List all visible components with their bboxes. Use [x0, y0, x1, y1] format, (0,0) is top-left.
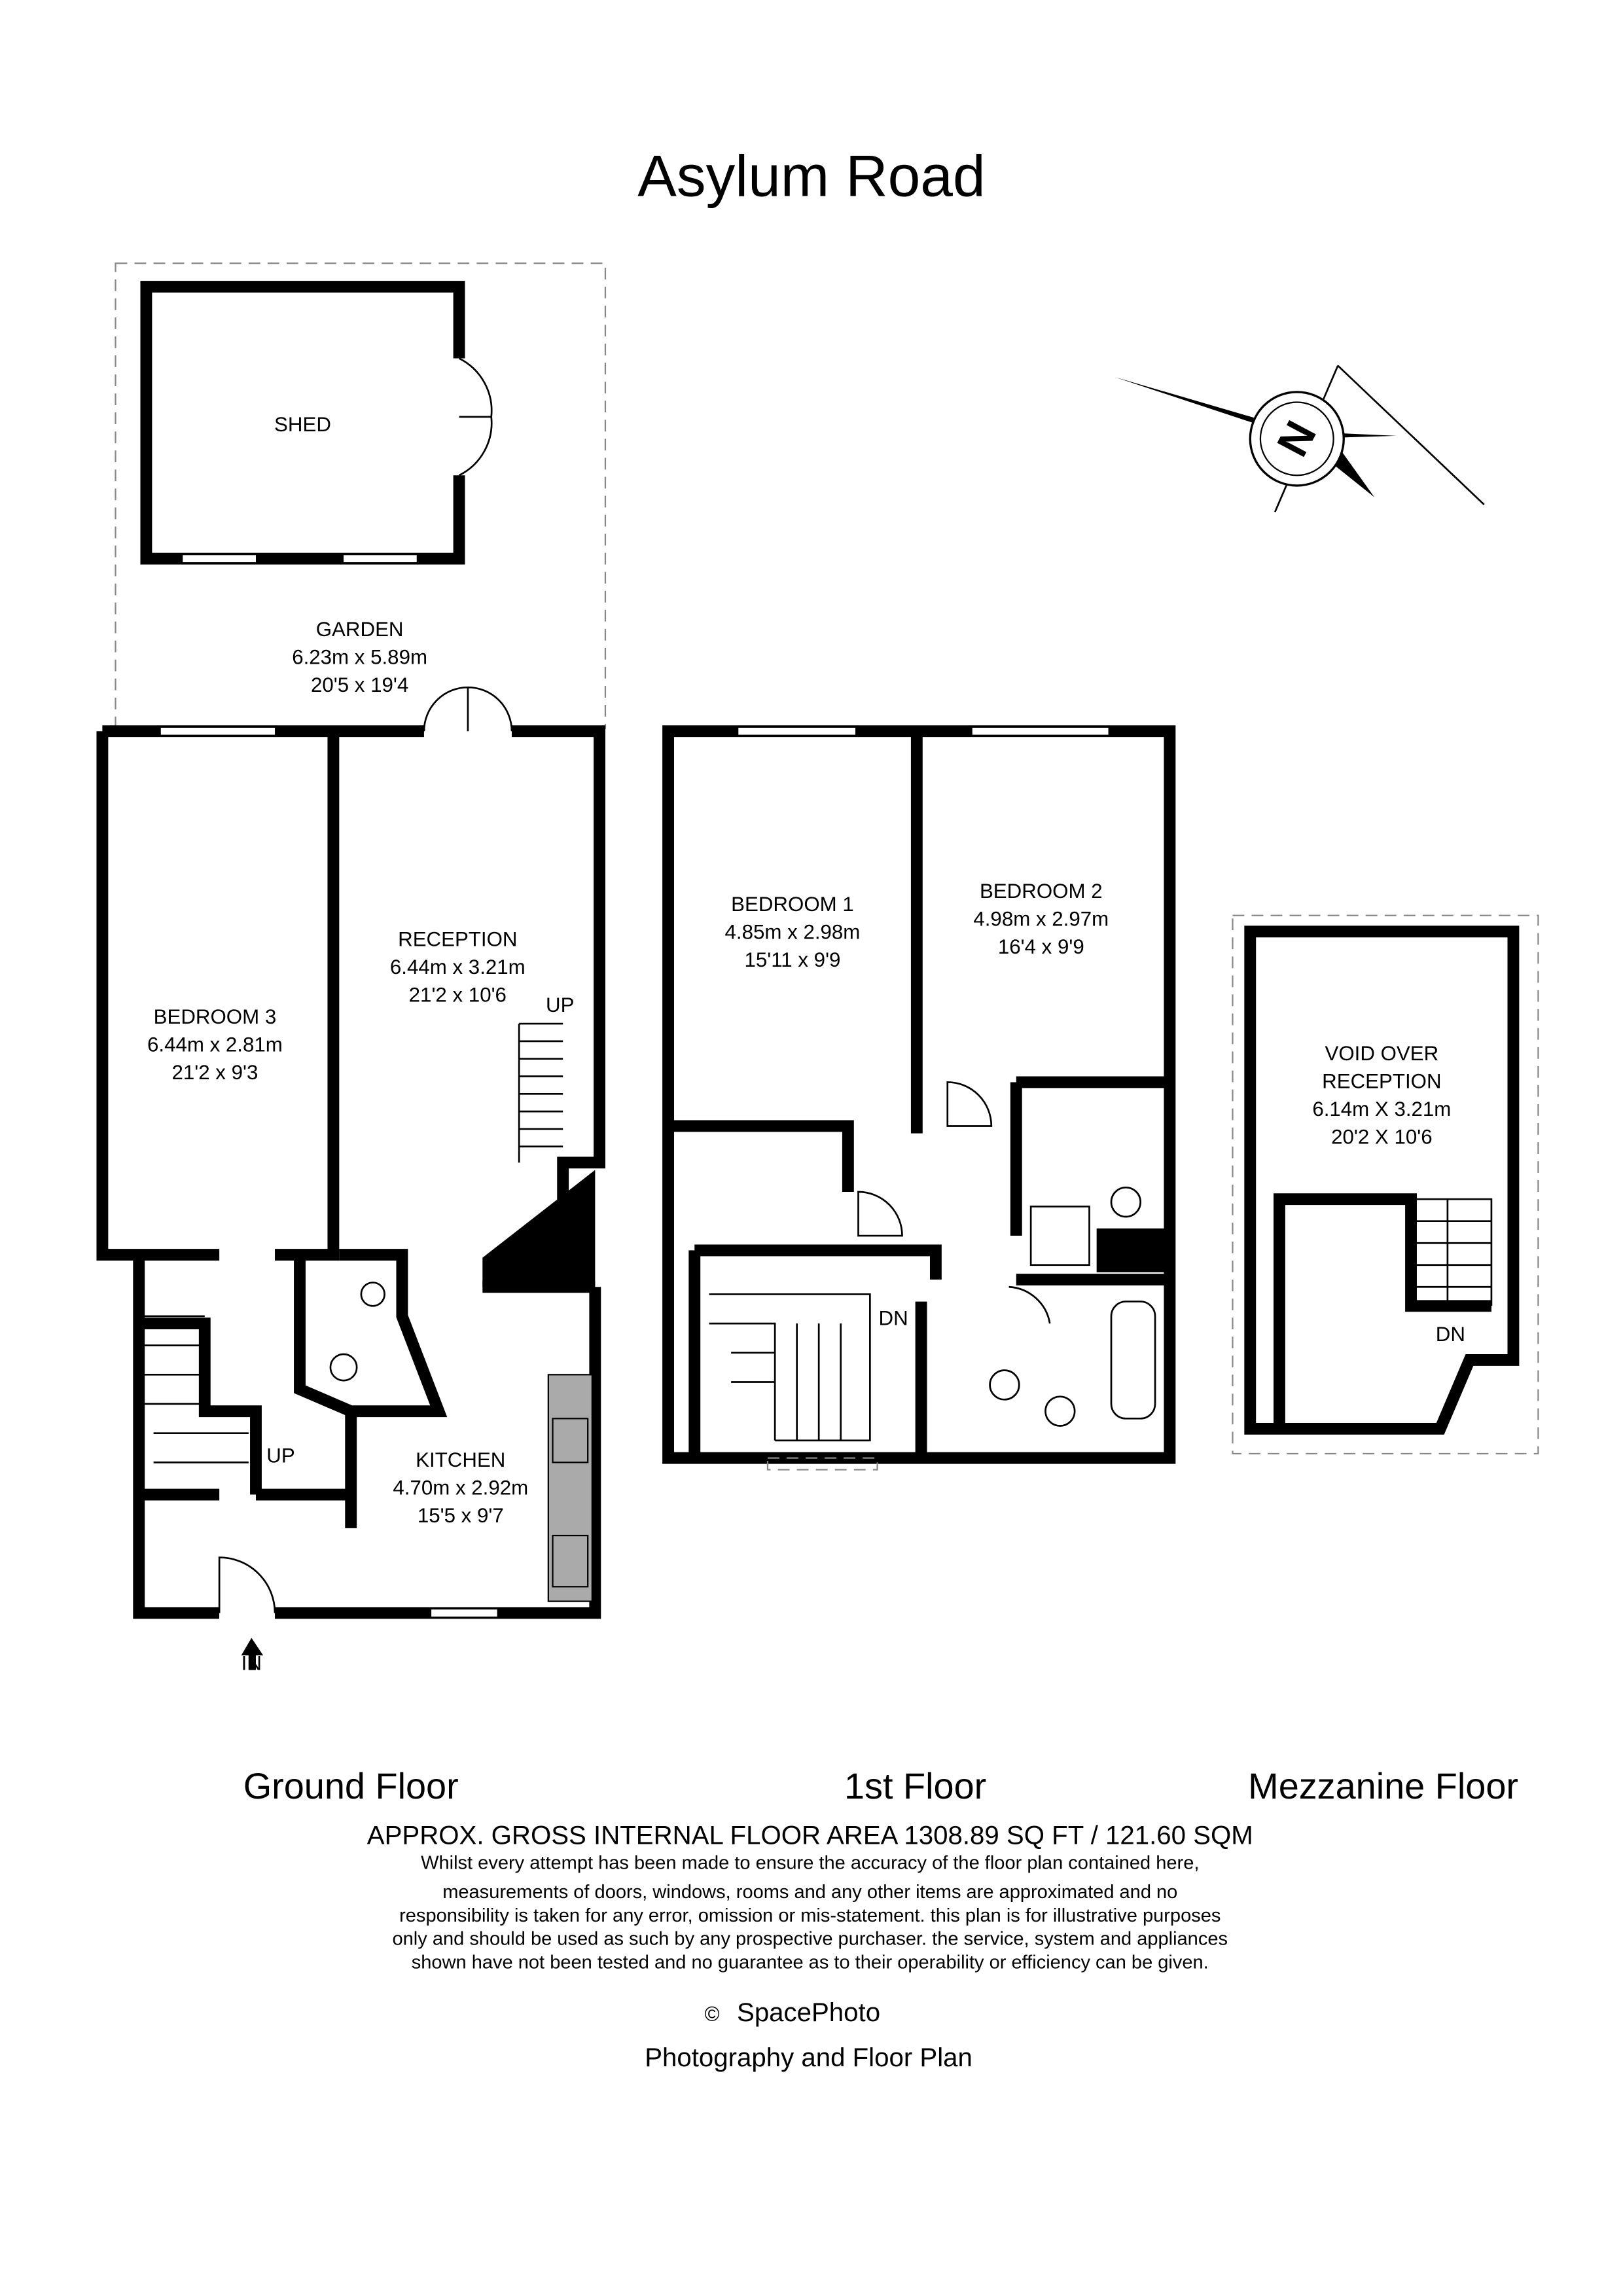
- void-label-line1: VOID OVER: [1325, 1042, 1438, 1065]
- basin-icon: [360, 1282, 385, 1307]
- mezzanine-stairs-down: DN: [1436, 1323, 1465, 1346]
- disclaimer-line-2: measurements of doors, windows, rooms an…: [442, 1882, 1177, 1903]
- brand-name: SpacePhoto: [737, 1998, 880, 2027]
- ground-floor-label: Ground Floor: [243, 1765, 459, 1806]
- bath-icon: [1110, 1300, 1156, 1420]
- bedroom3-imperial: 21'2 x 9'3: [171, 1061, 258, 1084]
- basin-icon: [1044, 1395, 1076, 1427]
- gross-area: APPROX. GROSS INTERNAL FLOOR AREA 1308.8…: [367, 1820, 1253, 1850]
- ground-floor-walls: [96, 725, 605, 1619]
- bedroom1-imperial: 15'11 x 9'9: [744, 948, 840, 971]
- sink-icon: [552, 1534, 589, 1588]
- disclaimer-line-3: responsibility is taken for any error, o…: [399, 1905, 1221, 1926]
- reception-label: RECEPTION: [398, 928, 517, 951]
- reception-metric: 6.44m x 3.21m: [390, 956, 526, 978]
- front-door: [218, 1556, 276, 1613]
- first-floor-plan: BEDROOM 1 4.85m x 2.98m 15'11 x 9'9 BEDR…: [662, 725, 1176, 1471]
- reception-imperial: 21'2 x 10'6: [409, 984, 507, 1007]
- garden-imperial: 20'5 x 19'4: [311, 673, 408, 696]
- toilet-icon: [1110, 1186, 1142, 1218]
- ground-stairs: [143, 1315, 249, 1463]
- bedroom2-label: BEDROOM 2: [980, 880, 1103, 903]
- void-imperial: 20'2 X 10'6: [1331, 1125, 1433, 1148]
- shed-door: [458, 357, 493, 476]
- disclaimer-line-5: shown have not been tested and no guaran…: [412, 1952, 1209, 1973]
- brand-tagline: Photography and Floor Plan: [645, 2043, 972, 2072]
- first-floor-label: 1st Floor: [844, 1765, 986, 1806]
- disclaimer-line-1: Whilst every attempt has been made to en…: [421, 1852, 1199, 1873]
- north-compass-icon: N: [1115, 365, 1485, 512]
- hob-icon: [552, 1418, 589, 1463]
- plan-title: Asylum Road: [637, 143, 985, 209]
- bedroom3-metric: 6.44m x 2.81m: [147, 1033, 283, 1056]
- disclaimer-line-4: only and should be used as such by any p…: [393, 1929, 1228, 1950]
- garden-door: [423, 686, 513, 732]
- mezzanine-floor-label: Mezzanine Floor: [1248, 1765, 1518, 1806]
- kitchen-worktop: [547, 1374, 593, 1602]
- entrance-label: IN: [241, 1652, 262, 1675]
- void-metric: 6.14m X 3.21m: [1312, 1098, 1451, 1121]
- wc-icon: [329, 1353, 358, 1382]
- hall-stairs-up: UP: [266, 1444, 294, 1467]
- shed-label: SHED: [274, 413, 331, 436]
- bedroom1-label: BEDROOM 1: [731, 893, 854, 916]
- reception-stairs-up: UP: [546, 994, 574, 1016]
- void-label-line2: RECEPTION: [1322, 1069, 1441, 1092]
- kitchen-metric: 4.70m x 2.92m: [393, 1477, 528, 1499]
- first-floor-doors: [857, 1081, 1051, 1324]
- first-floor-stairs: [709, 1293, 871, 1442]
- bedroom1-metric: 4.85m x 2.98m: [725, 921, 861, 944]
- shower-icon: [1029, 1206, 1090, 1266]
- garden-label: GARDEN: [316, 618, 404, 641]
- bedroom2-imperial: 16'4 x 9'9: [998, 935, 1084, 958]
- toilet-icon: [989, 1369, 1020, 1401]
- copyright-icon: ©: [705, 2003, 720, 2026]
- chimney-breast: [482, 1170, 596, 1287]
- mezzanine-floor-plan: VOID OVER RECEPTION 6.14m X 3.21m 20'2 X…: [1232, 914, 1539, 1455]
- bedroom2-metric: 4.98m x 2.97m: [973, 907, 1109, 930]
- entrance-arrow-icon: [241, 1638, 264, 1670]
- ground-floor-plan: SHED GARDEN 6.23m x 5.89m 20'5 x 19'4 BE…: [96, 262, 607, 1675]
- mezzanine-stairs: [1415, 1198, 1493, 1306]
- kitchen-label: KITCHEN: [416, 1448, 505, 1471]
- garden-metric: 6.23m x 5.89m: [292, 645, 427, 668]
- first-floor-stairs-down: DN: [879, 1306, 908, 1329]
- kitchen-imperial: 15'5 x 9'7: [418, 1504, 504, 1527]
- bedroom3-label: BEDROOM 3: [154, 1005, 277, 1028]
